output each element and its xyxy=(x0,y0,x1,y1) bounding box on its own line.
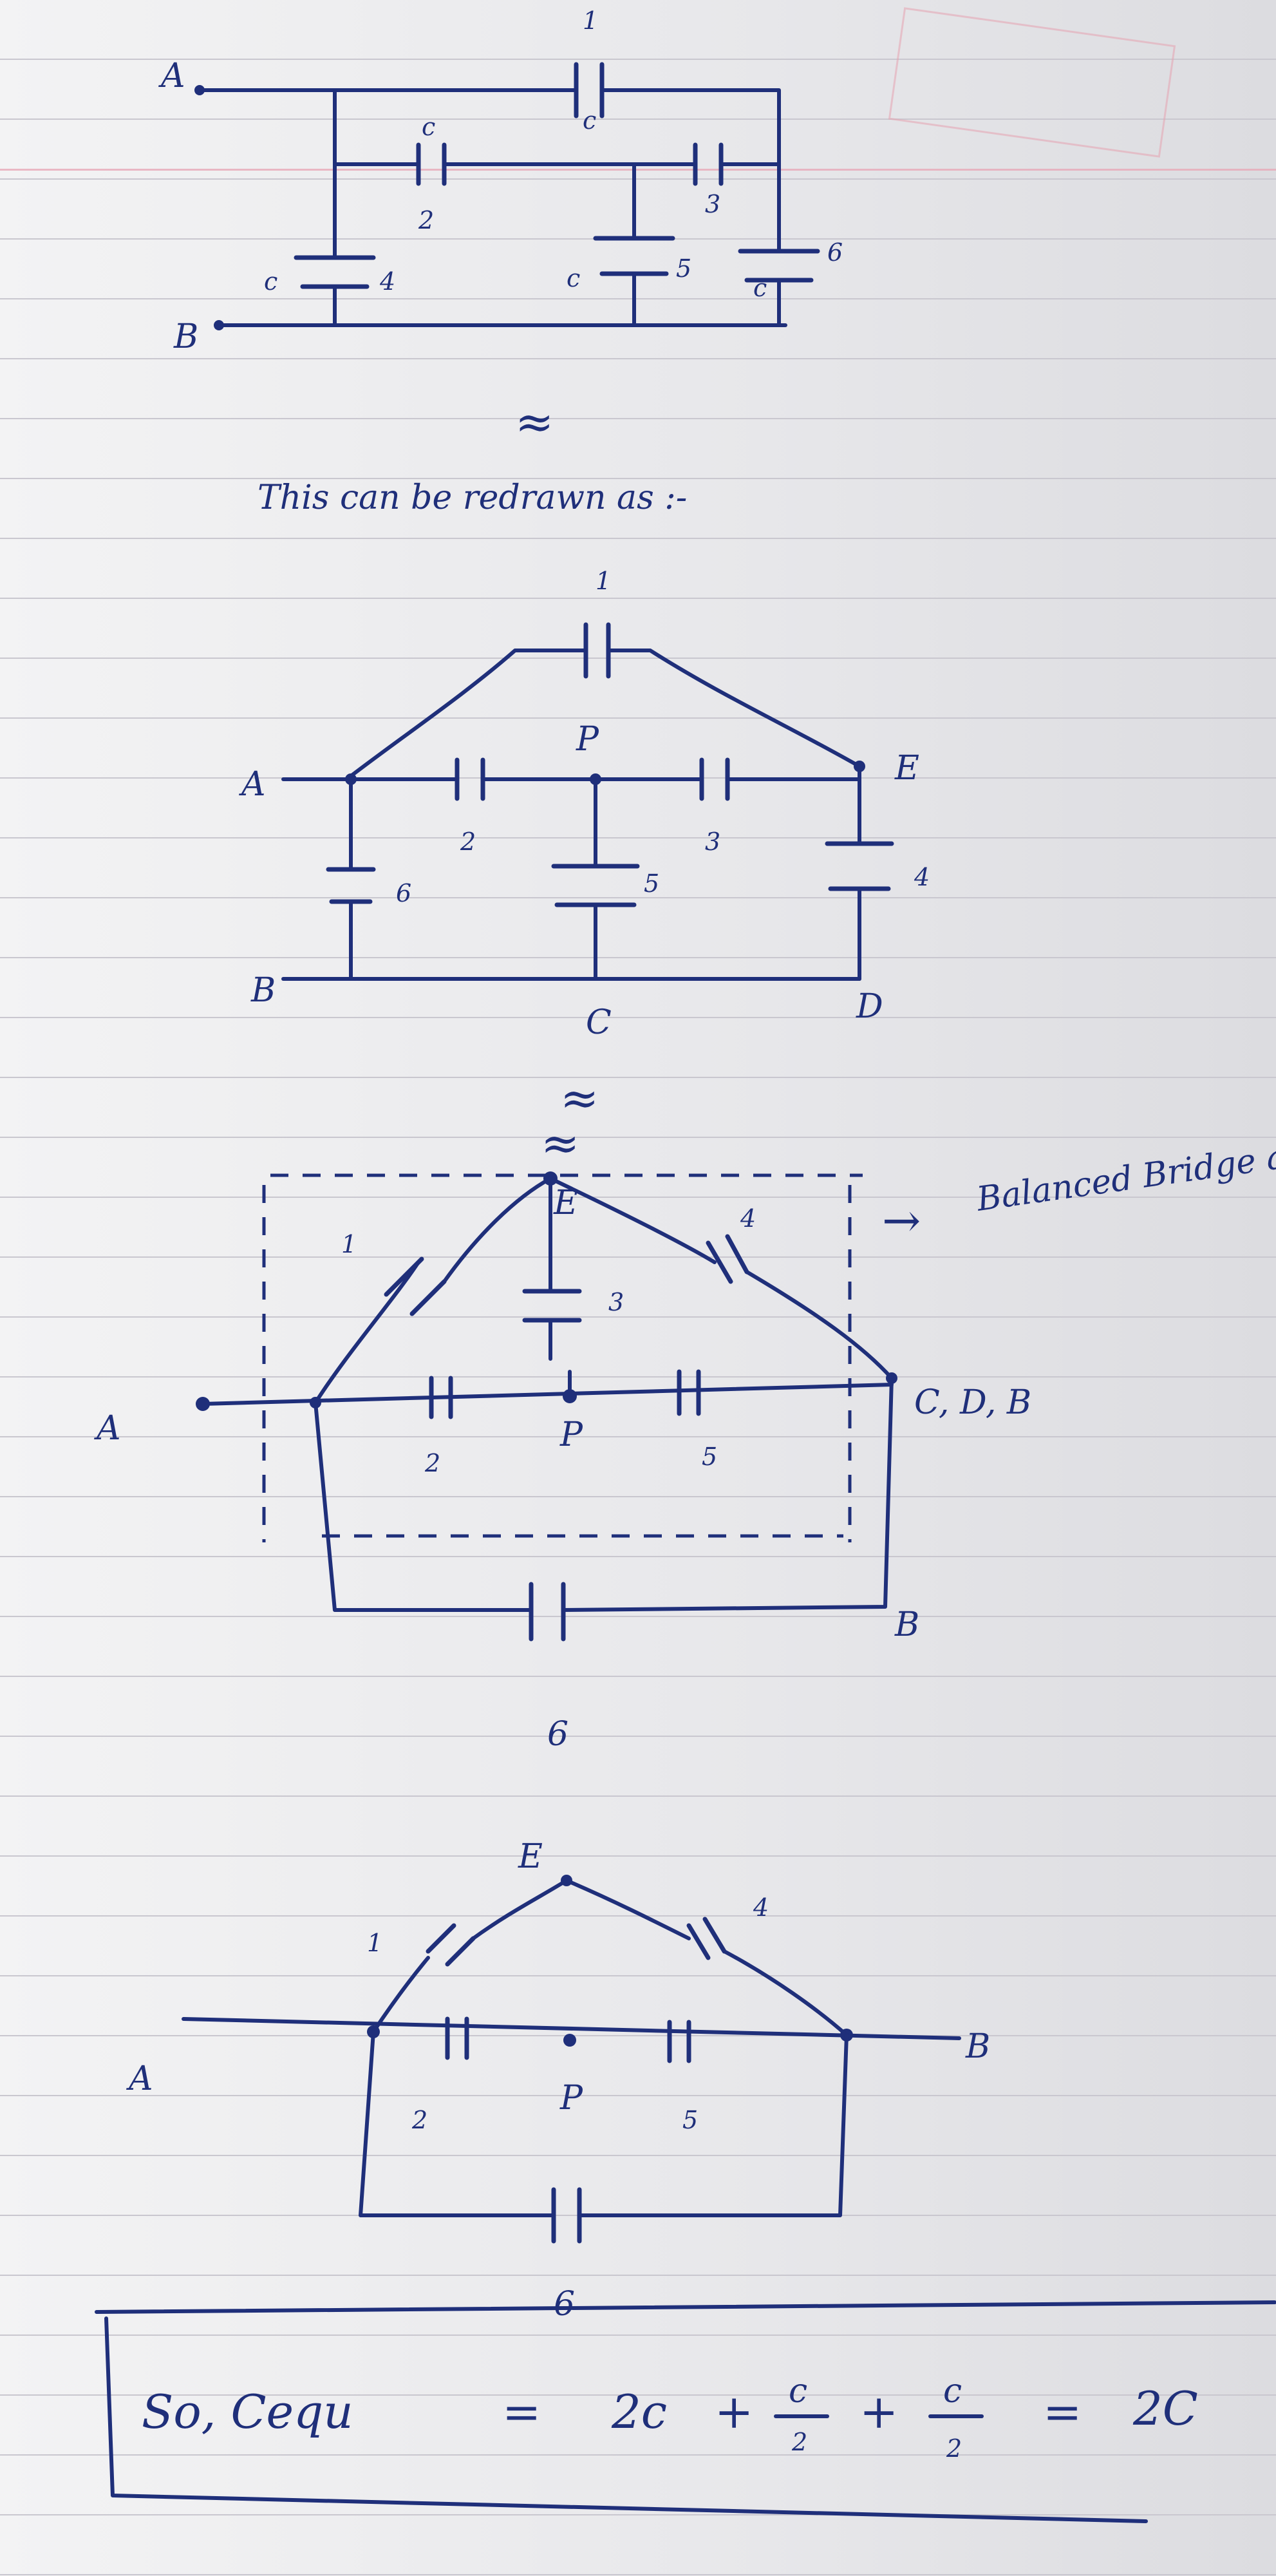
cap-number-3b: 3 xyxy=(705,828,720,856)
equation-term3-den: 2 xyxy=(946,2434,962,2463)
caption-text: This can be redrawn as :- xyxy=(258,478,687,517)
node-label-e3: E xyxy=(553,1184,578,1222)
node-label-b3: B xyxy=(894,1605,919,1644)
cap-number-2b: 2 xyxy=(460,828,476,856)
equivalent-symbol-3: ≈ xyxy=(541,1116,579,1170)
equation-term3-num: c xyxy=(943,2372,962,2410)
final-equation: So, Cequ = 2c + c 2 + c 2 = 2C xyxy=(95,2300,1276,2523)
cap-number-6d: 6 xyxy=(554,2285,575,2324)
equation-term1: 2c xyxy=(611,2385,667,2439)
cap-number-5b: 5 xyxy=(644,869,659,898)
node-label-cdb: C, D, B xyxy=(914,1383,1031,1422)
cap-number-4: 4 xyxy=(379,267,395,296)
cap-value-1: c xyxy=(583,106,596,135)
cap-number-6b: 6 xyxy=(396,879,411,907)
cap-number-6: 6 xyxy=(827,238,843,267)
cap-number-2c: 2 xyxy=(424,1449,440,1477)
equation-term2-num: c xyxy=(789,2372,807,2410)
cap-number-2d: 2 xyxy=(411,2106,427,2134)
equivalent-symbol-2: ≈ xyxy=(560,1071,599,1125)
cap-value-2: c xyxy=(422,113,435,141)
diagram-redrawn: A B P E C D 1 2 3 4 5 6 xyxy=(239,567,930,1042)
equation-lhs: So, Cequ xyxy=(142,2385,353,2439)
node-label-b: B xyxy=(173,317,198,356)
equation-equals-2: = xyxy=(1043,2385,1082,2439)
cap-number-2: 2 xyxy=(418,206,434,234)
cap-number-4c: 4 xyxy=(740,1204,756,1233)
node-label-b4: B xyxy=(965,2027,990,2066)
cap-number-4b: 4 xyxy=(914,863,930,891)
cap-number-1d: 1 xyxy=(367,1929,382,1957)
cap-number-1: 1 xyxy=(583,6,598,35)
equivalent-symbol-1: ≈ xyxy=(515,395,554,449)
node-label-a3: A xyxy=(94,1409,121,1448)
node-label-p2: P xyxy=(576,720,599,759)
cap-number-3c: 3 xyxy=(608,1288,624,1316)
margin-line xyxy=(0,169,1276,171)
cap-number-1b: 1 xyxy=(596,567,611,595)
annotation-arrow: → xyxy=(882,1193,921,1247)
cap-number-1c: 1 xyxy=(341,1230,357,1258)
diagram-simplified: A E P B 1 2 4 5 6 xyxy=(126,1837,990,2324)
node-label-c2: C xyxy=(586,1003,612,1042)
cap-value-6: c xyxy=(753,274,767,302)
equation-result: 2C xyxy=(1132,2382,1198,2436)
cap-number-3: 3 xyxy=(705,190,720,218)
annotation-text: Balanced Bridge arrangement xyxy=(973,1109,1276,1219)
cap-number-5: 5 xyxy=(676,254,691,283)
node-label-a2: A xyxy=(239,765,266,804)
cap-value-5: c xyxy=(567,264,580,292)
equation-term2-den: 2 xyxy=(791,2428,807,2456)
cap-number-6c: 6 xyxy=(547,1715,568,1754)
node-label-e2: E xyxy=(894,749,919,788)
diagram-bridge: A E P C, D, B B 1 2 3 4 5 6 → Balanced B… xyxy=(94,1109,1276,1754)
node-label-b2: B xyxy=(250,971,276,1010)
equation-equals-1: = xyxy=(502,2385,541,2439)
cap-number-5d: 5 xyxy=(682,2106,698,2134)
node-label-a4: A xyxy=(126,2060,153,2098)
node-label-a: A xyxy=(158,57,185,95)
cap-number-4d: 4 xyxy=(753,1893,769,1922)
diagram-original: A B 1 c c 2 3 c 4 c 5 c 6 xyxy=(158,6,843,356)
node-label-p3: P xyxy=(559,1416,583,1454)
equation-plus-1: + xyxy=(715,2385,753,2439)
cap-number-5c: 5 xyxy=(702,1443,717,1471)
node-label-p4: P xyxy=(559,2079,583,2117)
node-label-d2: D xyxy=(856,987,883,1026)
node-label-e4: E xyxy=(518,1837,543,1876)
cap-value-4: c xyxy=(264,267,277,296)
equation-plus-2: + xyxy=(859,2385,898,2439)
